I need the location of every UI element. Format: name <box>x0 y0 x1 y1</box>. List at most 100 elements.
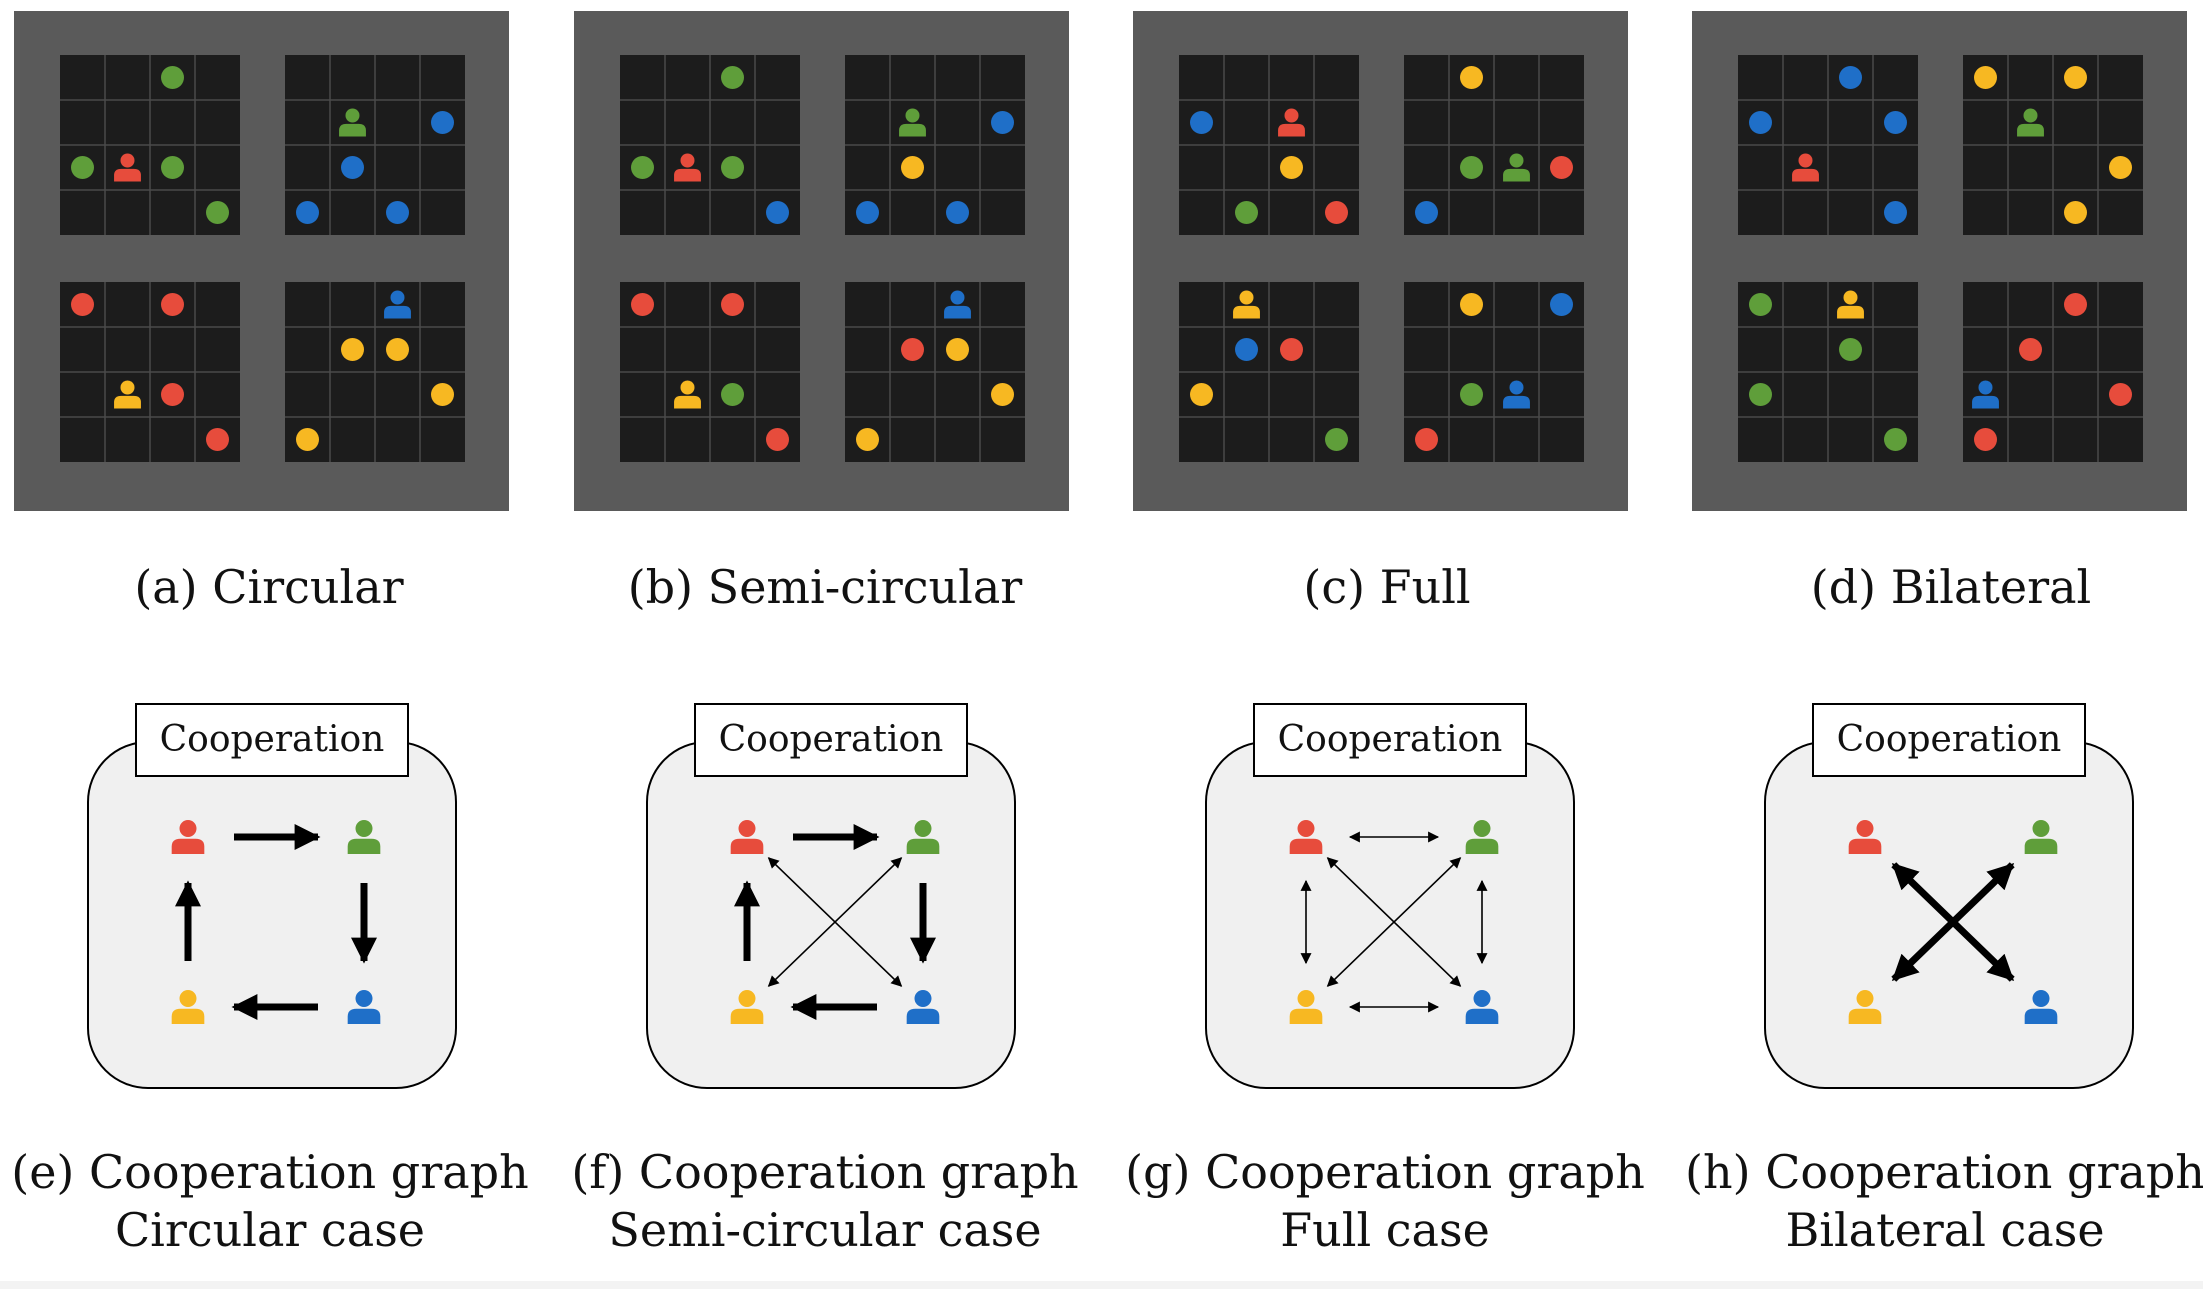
resource-dot-yellow <box>431 383 454 406</box>
graph-caption-line2: Circular case <box>114 1203 426 1257</box>
resource-dot-blue <box>1550 293 1573 316</box>
graph-caption-line1: (h) Cooperation graph <box>1685 1145 2203 1199</box>
resource-dot-blue <box>1884 111 1907 134</box>
graph-caption-f: (f) Cooperation graph Semi-circular case <box>565 1143 1085 1259</box>
cooperation-graph-e: Cooperation <box>87 703 457 1089</box>
resource-dot-yellow <box>2064 66 2087 89</box>
graph-caption-line1: (f) Cooperation graph <box>571 1145 1079 1199</box>
agent-red-icon <box>1792 153 1819 182</box>
room-grid <box>60 55 240 235</box>
room-grid <box>1179 282 1359 462</box>
agent-blue-icon <box>906 990 940 1024</box>
room-grid <box>845 282 1025 462</box>
cooperation-graph-f: Cooperation <box>646 703 1016 1089</box>
resource-dot-blue <box>341 156 364 179</box>
agent-red-icon <box>674 153 701 182</box>
graph-caption-e: (e) Cooperation graph Circular case <box>10 1143 530 1259</box>
agent-green-icon <box>2017 108 2044 137</box>
resource-dot-blue <box>991 111 1014 134</box>
env-panel-d <box>1692 11 2187 511</box>
agent-red-icon <box>114 153 141 182</box>
resource-dot-red <box>2109 383 2132 406</box>
agent-yellow-icon <box>114 380 141 409</box>
resource-dot-red <box>2064 293 2087 316</box>
resource-dot-green <box>631 156 654 179</box>
agent-green-icon <box>339 108 366 137</box>
room-grid <box>60 282 240 462</box>
resource-dot-red <box>901 338 924 361</box>
agent-yellow-icon <box>1233 290 1260 319</box>
resource-dot-blue <box>1190 111 1213 134</box>
graph-caption-line2: Full case <box>1280 1203 1490 1257</box>
resource-dot-red <box>161 293 184 316</box>
resource-dot-red <box>1280 338 1303 361</box>
graph-caption-line2: Bilateral case <box>1785 1203 2105 1257</box>
room-grid <box>1963 55 2143 235</box>
agent-blue-icon <box>1972 380 1999 409</box>
room-grid <box>1179 55 1359 235</box>
agent-yellow-icon <box>730 990 764 1024</box>
resource-dot-yellow <box>856 428 879 451</box>
resource-dot-red <box>206 428 229 451</box>
resource-dot-yellow <box>1460 293 1483 316</box>
room-grid <box>1738 55 1918 235</box>
resource-dot-green <box>1749 383 1772 406</box>
resource-dot-green <box>1839 338 1862 361</box>
graph-label-box <box>1812 703 2086 777</box>
agent-blue-icon <box>347 990 381 1024</box>
env-caption-text: (b) Semi-circular <box>627 560 1023 614</box>
graph-container <box>646 741 1016 1089</box>
resource-dot-red <box>1325 201 1348 224</box>
graph-label-text: Cooperation <box>1837 719 2062 760</box>
resource-dot-green <box>721 383 744 406</box>
agent-red-icon <box>1278 108 1305 137</box>
resource-dot-yellow <box>1280 156 1303 179</box>
resource-dot-blue <box>431 111 454 134</box>
resource-dot-red <box>1550 156 1573 179</box>
graph-caption-line2: Semi-circular case <box>608 1203 1042 1257</box>
graph-label-text: Cooperation <box>719 719 944 760</box>
cooperation-graph-h: Cooperation <box>1764 703 2134 1089</box>
resource-dot-yellow <box>386 338 409 361</box>
resource-dot-blue <box>1235 338 1258 361</box>
agent-red-icon <box>171 820 205 854</box>
env-caption-text: (c) Full <box>1303 560 1471 614</box>
graph-caption-g: (g) Cooperation graph Full case <box>1125 1143 1645 1259</box>
room-grid <box>620 55 800 235</box>
room-grid <box>1963 282 2143 462</box>
agent-red-icon <box>730 820 764 854</box>
resource-dot-red <box>2019 338 2042 361</box>
agent-blue-icon <box>944 290 971 319</box>
graph-label-text: Cooperation <box>1278 719 1503 760</box>
agent-blue-icon <box>1465 990 1499 1024</box>
resource-dot-blue <box>1749 111 1772 134</box>
resource-dot-red <box>631 293 654 316</box>
agent-yellow-icon <box>1848 990 1882 1024</box>
resource-dot-green <box>161 156 184 179</box>
room-grid <box>620 282 800 462</box>
resource-dot-yellow <box>1974 66 1997 89</box>
resource-dot-yellow <box>2064 201 2087 224</box>
agent-yellow-icon <box>171 990 205 1024</box>
resource-dot-blue <box>386 201 409 224</box>
resource-dot-blue <box>856 201 879 224</box>
agent-green-icon <box>2024 820 2058 854</box>
edge-green-yellow <box>1326 857 1462 987</box>
resource-dot-blue <box>1415 201 1438 224</box>
resource-dot-green <box>71 156 94 179</box>
resource-dot-yellow <box>296 428 319 451</box>
graph-caption-h: (h) Cooperation graph Bilateral case <box>1685 1143 2203 1259</box>
graph-label-text: Cooperation <box>160 719 385 760</box>
resource-dot-yellow <box>341 338 364 361</box>
resource-dot-blue <box>946 201 969 224</box>
agent-blue-icon <box>1503 380 1530 409</box>
agent-yellow-icon <box>1289 990 1323 1024</box>
cooperation-graph-g: Cooperation <box>1205 703 1575 1089</box>
agent-red-icon <box>1848 820 1882 854</box>
resource-dot-red <box>721 293 744 316</box>
resource-dot-red <box>766 428 789 451</box>
resource-dot-green <box>721 66 744 89</box>
edge-green-yellow <box>767 857 903 987</box>
agent-blue-icon <box>384 290 411 319</box>
